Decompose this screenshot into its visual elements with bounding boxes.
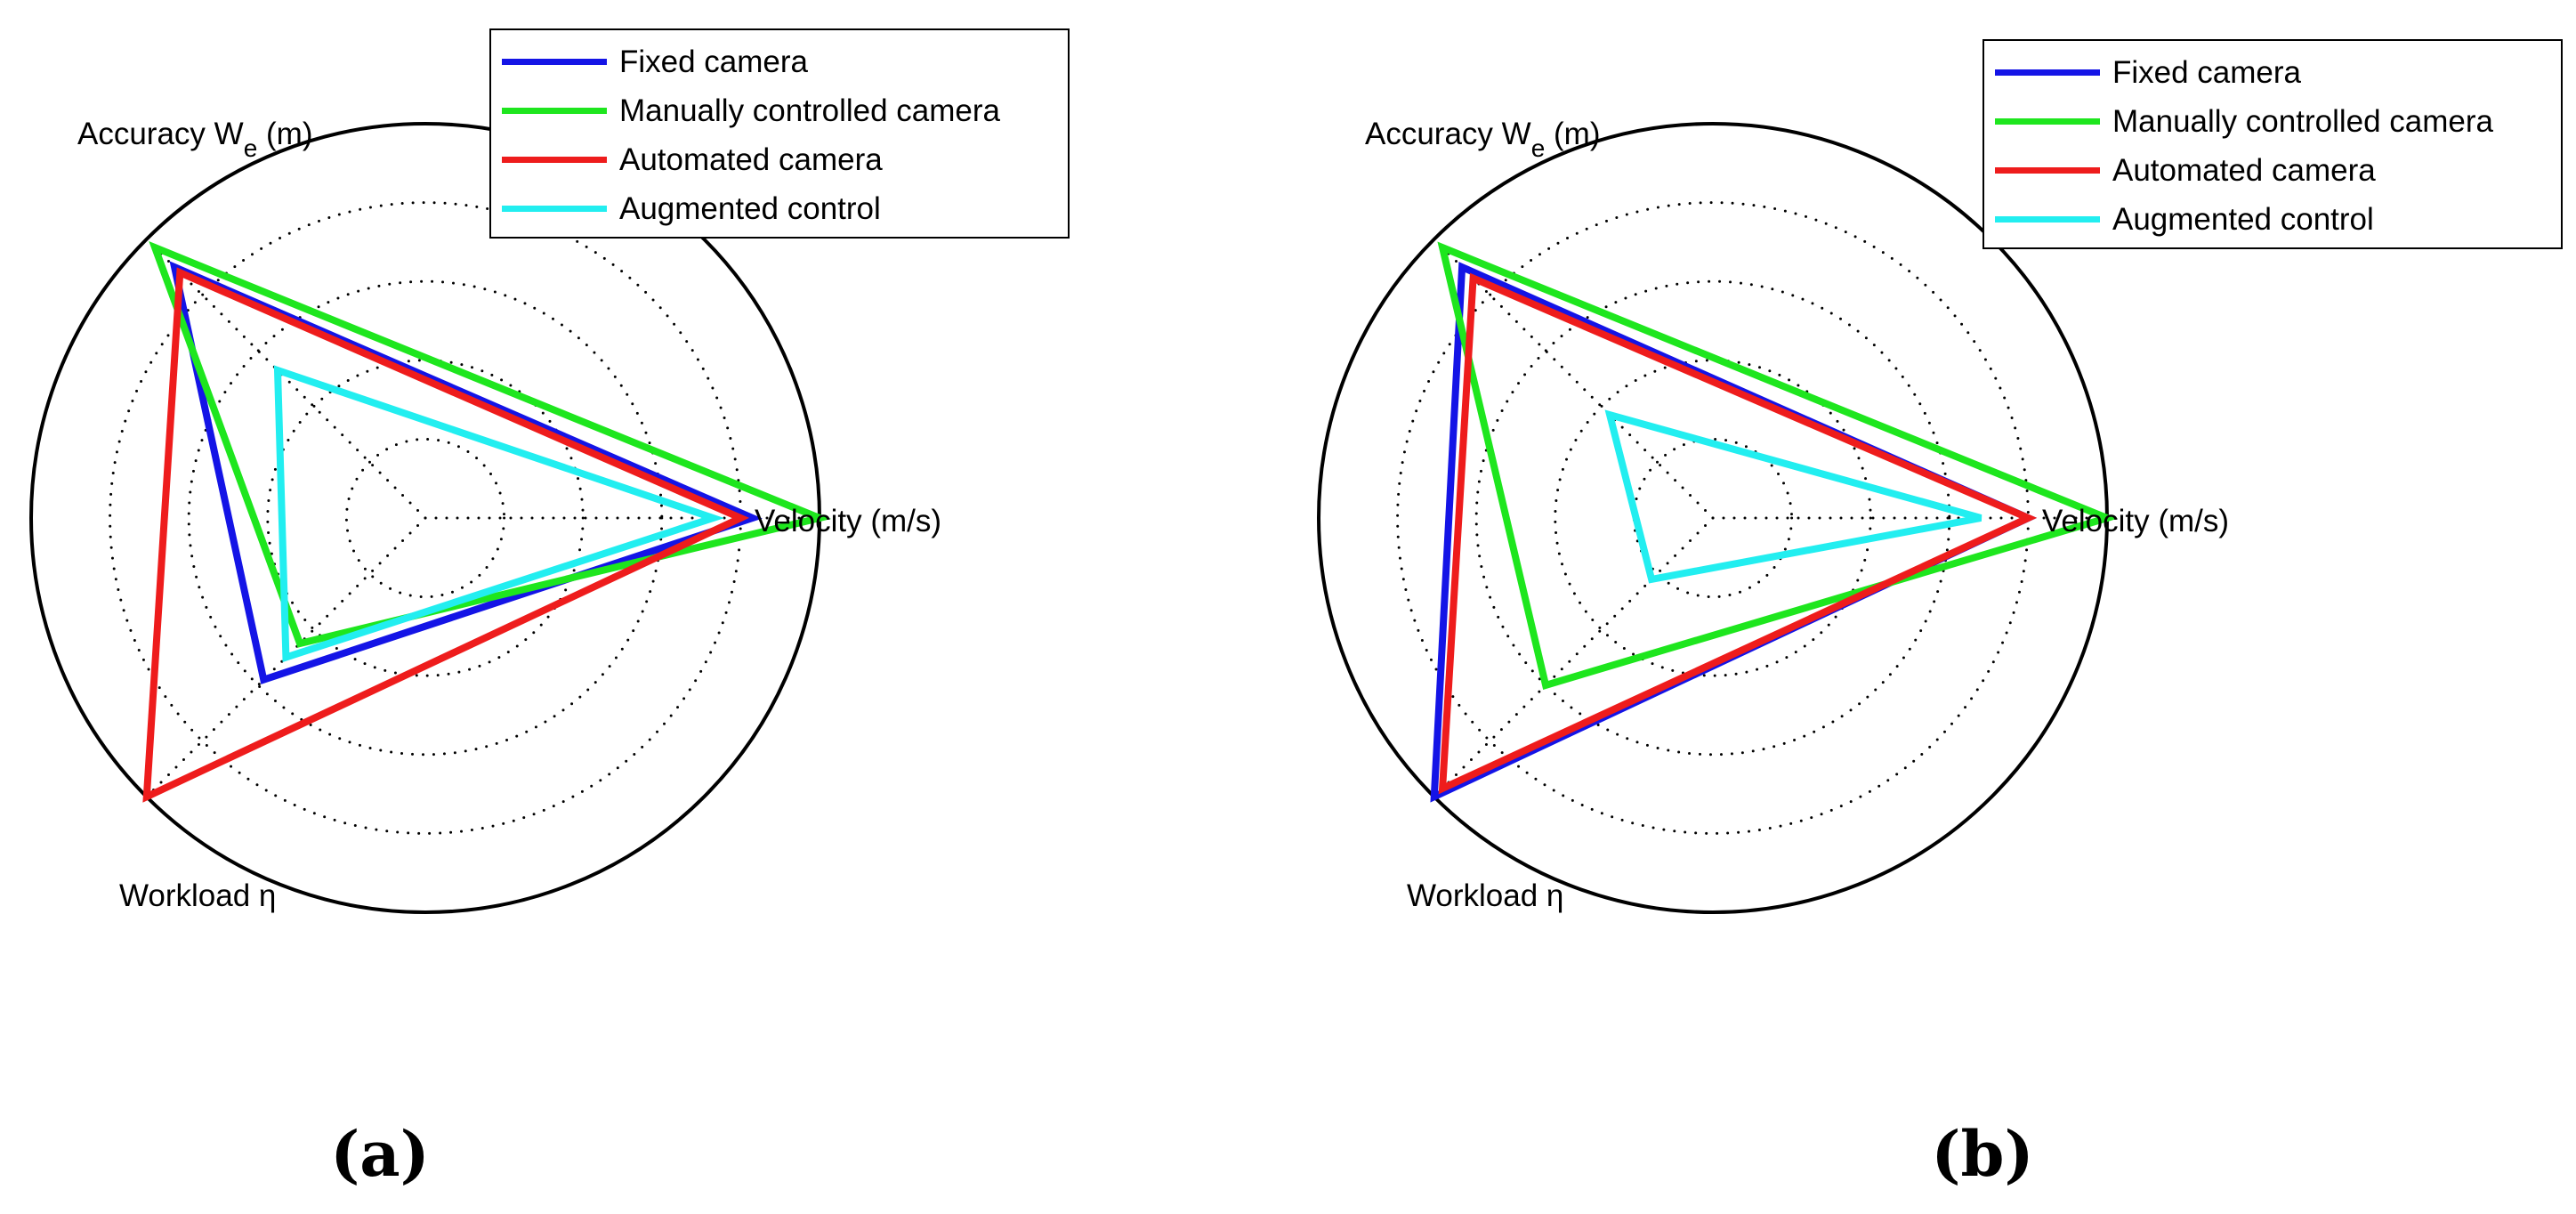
legend-entry-manual: Manually controlled camera [1995, 97, 2550, 146]
series-fixed-a [169, 261, 763, 684]
legend-label: Automated camera [2112, 152, 2376, 188]
spoke-a-accuracy [145, 238, 427, 520]
legend-entry-augmented: Augmented control [502, 184, 1057, 233]
axis-label-b-accuracy: Accuracy We (m) [1365, 117, 1600, 162]
axis-label-subscript: e [1531, 134, 1546, 162]
grid-ring-a-1 [344, 437, 506, 599]
legend-label: Manually controlled camera [619, 93, 1000, 128]
spoke-b-workload [1433, 516, 1715, 798]
series-augmented-b [1604, 409, 1982, 584]
legend-swatch [1995, 118, 2100, 125]
grid-ring-b-3 [1474, 279, 1951, 757]
legend-swatch [1995, 69, 2100, 76]
legend-swatch [502, 108, 607, 114]
legend-entry-manual: Manually controlled camera [502, 86, 1057, 135]
axis-label-text: Velocity (m/s) [2042, 504, 2229, 538]
radar-panel-b: Accuracy We (m)Velocity (m/s)Workload η … [1288, 0, 2575, 1214]
panel-label-a: (a) [330, 1117, 430, 1191]
radar-chart-b: Accuracy We (m) Velocity (m/s) Workload η [1317, 117, 2229, 914]
axis-label-text: Accuracy W [1365, 117, 1531, 151]
legend-swatch [1995, 216, 2100, 223]
series-manual-a [149, 240, 832, 648]
legend-swatch [502, 206, 607, 212]
radar-panel-a: Accuracy We (m)Velocity (m/s)Workload η … [29, 28, 1070, 1191]
grid-ring-b-1 [1632, 437, 1794, 599]
legend-swatch [502, 157, 607, 163]
panel-label-b: (b) [1931, 1117, 2034, 1191]
legend-entry-automated: Automated camera [502, 135, 1057, 184]
legend-entry-fixed: Fixed camera [502, 37, 1057, 86]
axis-label-text: Workload η [119, 878, 276, 913]
legend-entry-fixed: Fixed camera [1995, 48, 2550, 97]
grid-ring-a-3 [187, 279, 664, 757]
series-augmented-a [273, 365, 725, 663]
legend-entry-automated: Automated camera [1995, 146, 2550, 195]
legend-label: Fixed camera [2112, 54, 2302, 90]
series-automated-b [1438, 272, 2038, 795]
grid-ring-a-2 [266, 359, 585, 677]
axis-label-unit: (m) [1545, 117, 1600, 151]
series-fixed-b [1430, 262, 2038, 803]
legend-entry-augmented: Augmented control [1995, 195, 2550, 244]
legend-label: Automated camera [619, 142, 883, 177]
axis-label-unit: (m) [257, 117, 312, 151]
axis-label-a-velocity: Velocity (m/s) [755, 504, 941, 538]
legend-label: Augmented control [2112, 201, 2374, 237]
axis-label-text: Velocity (m/s) [755, 504, 941, 538]
legend-label: Fixed camera [619, 44, 809, 79]
radar-chart-a: Accuracy We (m) Velocity (m/s) Workload η [29, 117, 941, 914]
legend-swatch [502, 59, 607, 65]
axis-label-text: Workload η [1407, 878, 1563, 913]
axis-label-a-workload: Workload η [119, 878, 276, 913]
axis-label-a-accuracy: Accuracy We (m) [77, 117, 312, 162]
axis-label-subscript: e [244, 134, 258, 162]
series-manual-b [1437, 241, 2119, 690]
series-automated-a [142, 267, 750, 803]
legend-label: Augmented control [619, 190, 881, 226]
legend-swatch [1995, 167, 2100, 174]
axis-label-b-velocity: Velocity (m/s) [2042, 504, 2229, 538]
grid-ring-b-2 [1554, 359, 1872, 677]
axis-label-b-workload: Workload η [1407, 878, 1563, 913]
legend-label: Manually controlled camera [2112, 103, 2493, 139]
axis-label-text: Accuracy W [77, 117, 244, 151]
